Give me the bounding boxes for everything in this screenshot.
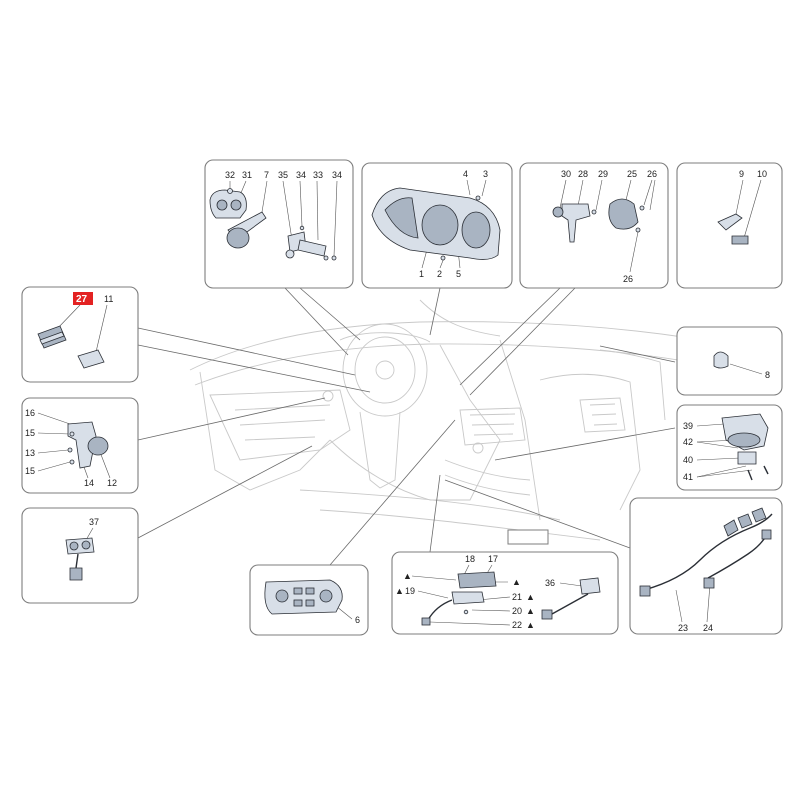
panel-a-switches: 32 31 7 35 34 33 34 [204,159,354,289]
legend-box [507,529,549,545]
label-29: 29 [598,169,608,179]
label-17: 17 [488,554,498,564]
highlight-27 [73,292,93,305]
label-2: 2 [437,269,442,279]
panel-g-bracket: 16 15 13 15 14 12 [21,397,139,494]
label-24: 24 [703,623,713,633]
triangle-a: ▲ [403,571,412,581]
label-13: 13 [25,448,35,458]
clip-part [717,213,743,231]
label-18: 18 [465,554,475,564]
label-7: 7 [264,170,269,180]
sensor-part [87,436,109,456]
label-6: 6 [355,615,360,625]
label-27: 27 [76,294,88,305]
label-33: 33 [313,170,323,180]
panel-k-controls: 18 17 ▲ ▲ ▲ 19 21 ▲ 20 ▲ 22 ▲ 36 [391,529,619,635]
climate-panel-part [264,579,343,615]
knob-part [226,227,250,249]
bracket-part [67,421,97,469]
label-23: 23 [678,623,688,633]
triangle-e: ▲ [526,606,535,616]
cap-part [713,351,729,369]
label-28: 28 [578,169,588,179]
label-30: 30 [561,169,571,179]
panel-d-clip: 9 10 [676,162,783,289]
speaker-part [608,198,639,230]
stalk-switch-part [209,189,247,219]
triangle-d: ▲ [526,592,535,602]
panel-f-cap: 8 [676,326,783,396]
label-10: 10 [757,169,767,179]
label-5: 5 [456,269,461,279]
label-34-a: 34 [296,170,306,180]
label-8: 8 [765,370,770,380]
connector-part [77,349,105,369]
panel-e-switch: 27 11 [21,286,139,383]
label-19: 19 [405,586,415,596]
label-37: 37 [89,517,99,527]
label-31: 31 [242,170,252,180]
panel-b-instrument-cluster: 4 3 1 2 5 [361,162,513,289]
panel-i-harness: 37 [21,507,139,604]
label-35: 35 [278,170,288,180]
panel-c-sensors: 30 28 29 25 26 26 [519,162,669,289]
label-15-a: 15 [25,428,35,438]
label-25: 25 [627,169,637,179]
label-36: 36 [545,578,555,588]
label-1: 1 [419,269,424,279]
panel-h-mount: 39 42 40 41 [676,404,783,491]
cable-23-part [643,513,773,591]
label-26-a: 26 [647,169,657,179]
label-9: 9 [739,169,744,179]
label-40: 40 [683,455,693,465]
sensor-bracket-part [561,203,591,243]
label-12: 12 [107,478,117,488]
label-14: 14 [84,478,94,488]
label-42: 42 [683,437,693,447]
triangle-b: ▲ [512,577,521,587]
panel-j-climate-control: 6 [249,564,369,636]
connector-lines [137,287,676,566]
label-16: 16 [25,408,35,418]
control-unit-part [457,571,497,589]
label-3: 3 [483,169,488,179]
label-11: 11 [104,294,113,304]
label-4: 4 [463,169,468,179]
label-15-b: 15 [25,466,35,476]
label-26-b: 26 [623,274,633,284]
triangle-c: ▲ [395,586,404,596]
label-21: 21 [512,592,522,602]
label-20: 20 [512,606,522,616]
label-22: 22 [512,620,522,630]
label-34-b: 34 [332,170,342,180]
label-41: 41 [683,472,693,482]
interior-sketch [189,299,691,541]
label-39: 39 [683,421,693,431]
triangle-f: ▲ [526,620,535,630]
label-32: 32 [225,170,235,180]
cable-24-part [707,535,767,579]
module-part [579,577,601,595]
panel-l-cables: 23 24 [629,497,783,635]
